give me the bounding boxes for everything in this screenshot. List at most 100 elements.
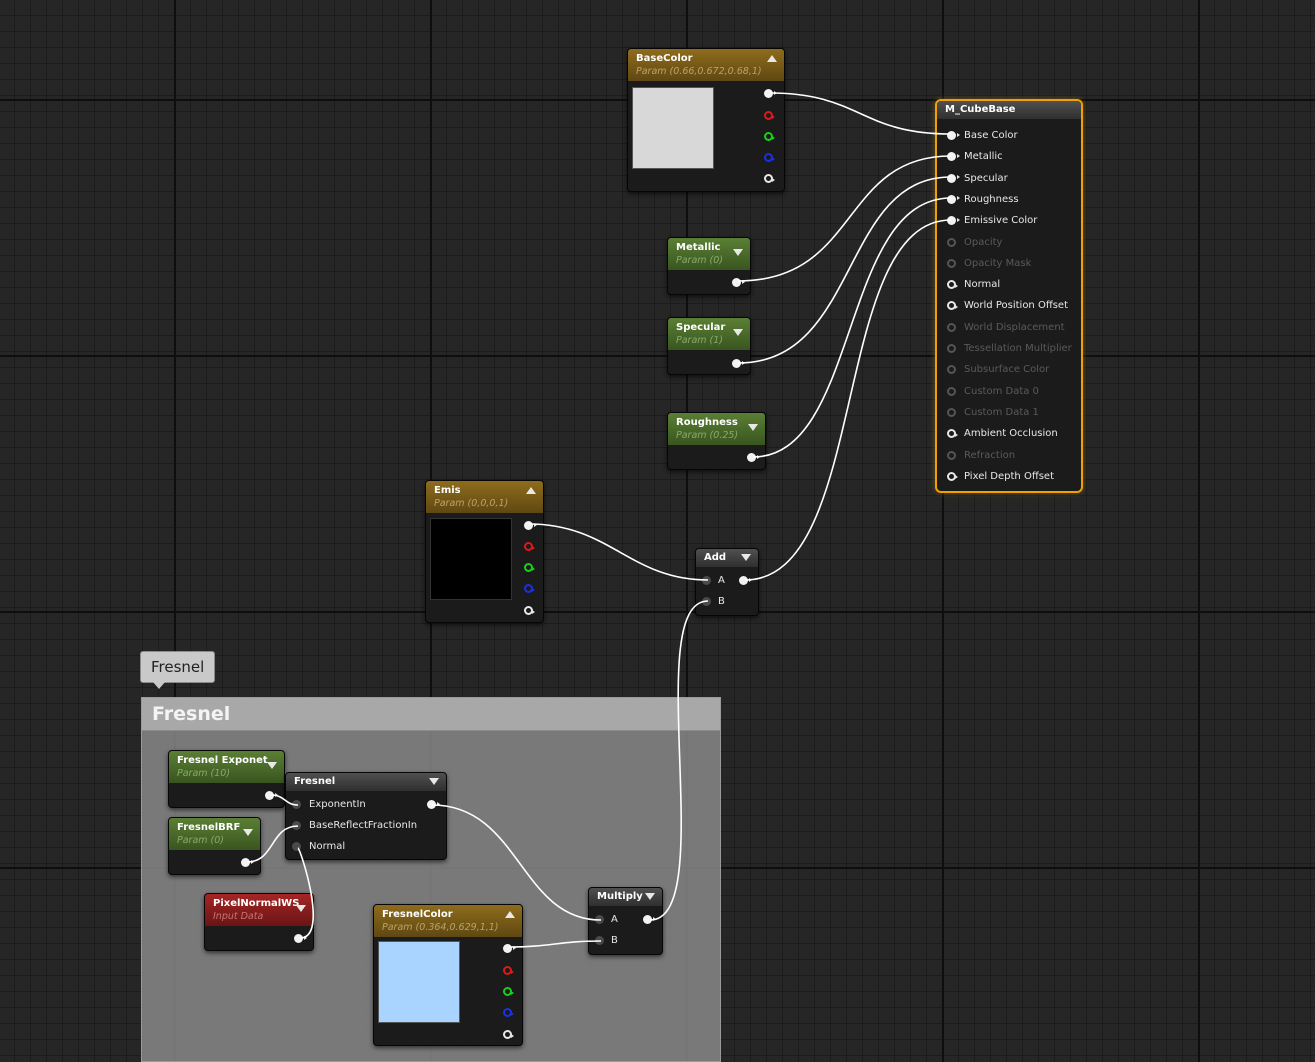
collapse-arrow-icon[interactable] xyxy=(526,487,536,494)
input-pin-a[interactable]: A xyxy=(595,913,618,927)
node-fresnel-exponent[interactable]: Fresnel Exponet Param (10) xyxy=(168,750,285,808)
material-input-custom-data-1[interactable]: Custom Data 1 xyxy=(947,406,1039,420)
input-pin-exponent[interactable]: ExponentIn xyxy=(292,798,366,812)
output-pin[interactable] xyxy=(643,915,656,924)
pin-icon[interactable] xyxy=(595,936,604,945)
node-specular[interactable]: Specular Param (1) xyxy=(667,317,751,375)
material-input-specular[interactable]: Specular xyxy=(947,172,1008,186)
material-input-subsurface-color[interactable]: Subsurface Color xyxy=(947,363,1049,377)
pin-icon[interactable] xyxy=(947,471,958,481)
node-roughness[interactable]: Roughness Param (0.25) xyxy=(667,412,766,470)
output-pin-rgb[interactable] xyxy=(503,944,516,953)
output-pin-a[interactable] xyxy=(503,1030,514,1039)
pin-icon[interactable] xyxy=(292,800,301,809)
pin-icon[interactable] xyxy=(292,842,301,851)
node-fresnel-color[interactable]: FresnelColor Param (0.364,0.629,1,1) xyxy=(373,904,523,1046)
comment-title[interactable]: Fresnel xyxy=(142,698,720,731)
node-header[interactable]: Multiply xyxy=(589,888,662,906)
output-pin-g[interactable] xyxy=(503,987,514,996)
collapse-arrow-icon[interactable] xyxy=(243,829,253,836)
output-pin[interactable] xyxy=(732,359,745,368)
output-pin-a[interactable] xyxy=(524,606,535,615)
pin-icon[interactable] xyxy=(947,216,960,226)
collapse-arrow-icon[interactable] xyxy=(645,893,655,900)
output-pin[interactable] xyxy=(294,934,307,943)
pin-icon[interactable] xyxy=(947,407,956,417)
collapse-arrow-icon[interactable] xyxy=(429,778,439,785)
node-multiply[interactable]: Multiply A B xyxy=(588,887,663,955)
material-input-opacity-mask[interactable]: Opacity Mask xyxy=(947,257,1031,271)
node-base-color[interactable]: BaseColor Param (0.66,0.672,0.68,1) xyxy=(627,48,785,192)
output-pin-r[interactable] xyxy=(503,966,514,975)
node-header[interactable]: Specular Param (1) xyxy=(668,318,750,350)
material-input-metallic[interactable]: Metallic xyxy=(947,150,1003,164)
material-input-ambient-occlusion[interactable]: Ambient Occlusion xyxy=(947,427,1058,441)
output-pin[interactable] xyxy=(265,791,278,800)
material-input-base-color[interactable]: Base Color xyxy=(947,129,1018,143)
pin-icon[interactable] xyxy=(702,597,711,606)
output-pin-b[interactable] xyxy=(524,584,535,593)
pin-icon[interactable] xyxy=(947,131,960,140)
output-pin-b[interactable] xyxy=(764,153,775,162)
material-input-roughness[interactable]: Roughness xyxy=(947,193,1019,207)
node-header[interactable]: BaseColor Param (0.66,0.672,0.68,1) xyxy=(628,49,784,81)
pin-icon[interactable] xyxy=(947,344,956,353)
material-input-refraction[interactable]: Refraction xyxy=(947,449,1015,463)
output-pin[interactable] xyxy=(241,858,254,867)
output-pin-rgb[interactable] xyxy=(764,89,777,98)
node-header[interactable]: M_CubeBase xyxy=(937,101,1081,119)
material-input-world-displacement[interactable]: World Displacement xyxy=(947,321,1065,335)
material-input-emissive-color[interactable]: Emissive Color xyxy=(947,214,1037,228)
material-input-tessellation-multiplier[interactable]: Tessellation Multiplier xyxy=(947,342,1072,356)
input-pin-b[interactable]: B xyxy=(702,595,725,609)
node-add[interactable]: Add A B xyxy=(695,548,759,616)
node-header[interactable]: Add xyxy=(696,549,758,567)
node-header[interactable]: Fresnel Exponet Param (10) xyxy=(169,751,284,783)
node-fresnel[interactable]: Fresnel ExponentIn BaseReflectFractionIn… xyxy=(285,772,447,860)
material-input-custom-data-0[interactable]: Custom Data 0 xyxy=(947,385,1039,399)
pin-icon[interactable] xyxy=(947,194,960,204)
pin-icon[interactable] xyxy=(947,322,956,332)
node-header[interactable]: Fresnel xyxy=(286,773,446,791)
pin-icon[interactable] xyxy=(947,237,956,247)
node-pixel-normal-ws[interactable]: PixelNormalWS Input Data xyxy=(204,893,314,951)
node-emis[interactable]: Emis Param (0,0,0,1) xyxy=(425,480,544,623)
pin-icon[interactable] xyxy=(947,173,960,183)
node-header[interactable]: Metallic Param (0) xyxy=(668,238,750,270)
collapse-arrow-icon[interactable] xyxy=(733,249,743,256)
output-pin-a[interactable] xyxy=(764,174,775,183)
collapse-arrow-icon[interactable] xyxy=(741,554,751,561)
pin-icon[interactable] xyxy=(702,576,711,585)
output-pin-rgb[interactable] xyxy=(524,521,537,530)
output-pin[interactable] xyxy=(732,278,745,287)
input-pin-a[interactable]: A xyxy=(702,574,725,588)
input-pin-b[interactable]: B xyxy=(595,934,618,948)
node-metallic[interactable]: Metallic Param (0) xyxy=(667,237,751,295)
output-pin-g[interactable] xyxy=(524,563,535,572)
pin-icon[interactable] xyxy=(947,152,960,162)
node-header[interactable]: Emis Param (0,0,0,1) xyxy=(426,481,543,513)
output-pin[interactable] xyxy=(427,800,440,809)
output-pin-r[interactable] xyxy=(764,111,775,120)
node-fresnel-brf[interactable]: FresnelBRF Param (0) xyxy=(168,817,261,875)
collapse-arrow-icon[interactable] xyxy=(767,55,777,62)
output-pin-r[interactable] xyxy=(524,542,535,551)
collapse-arrow-icon[interactable] xyxy=(733,329,743,336)
pin-icon[interactable] xyxy=(595,915,604,924)
pin-icon[interactable] xyxy=(947,450,956,460)
pin-icon[interactable] xyxy=(947,386,956,396)
node-header[interactable]: FresnelBRF Param (0) xyxy=(169,818,260,850)
output-pin-b[interactable] xyxy=(503,1008,514,1017)
collapse-arrow-icon[interactable] xyxy=(267,762,277,769)
collapse-arrow-icon[interactable] xyxy=(748,424,758,431)
material-input-normal[interactable]: Normal xyxy=(947,278,1000,292)
output-pin-g[interactable] xyxy=(764,132,775,141)
node-header[interactable]: FresnelColor Param (0.364,0.629,1,1) xyxy=(374,905,522,937)
input-pin-base-reflect[interactable]: BaseReflectFractionIn xyxy=(292,819,417,833)
pin-icon[interactable] xyxy=(947,258,956,268)
node-header[interactable]: Roughness Param (0.25) xyxy=(668,413,765,445)
output-pin[interactable] xyxy=(747,453,760,462)
comment-bubble[interactable]: Fresnel xyxy=(140,651,216,689)
material-input-pixel-depth-offset[interactable]: Pixel Depth Offset xyxy=(947,470,1054,484)
